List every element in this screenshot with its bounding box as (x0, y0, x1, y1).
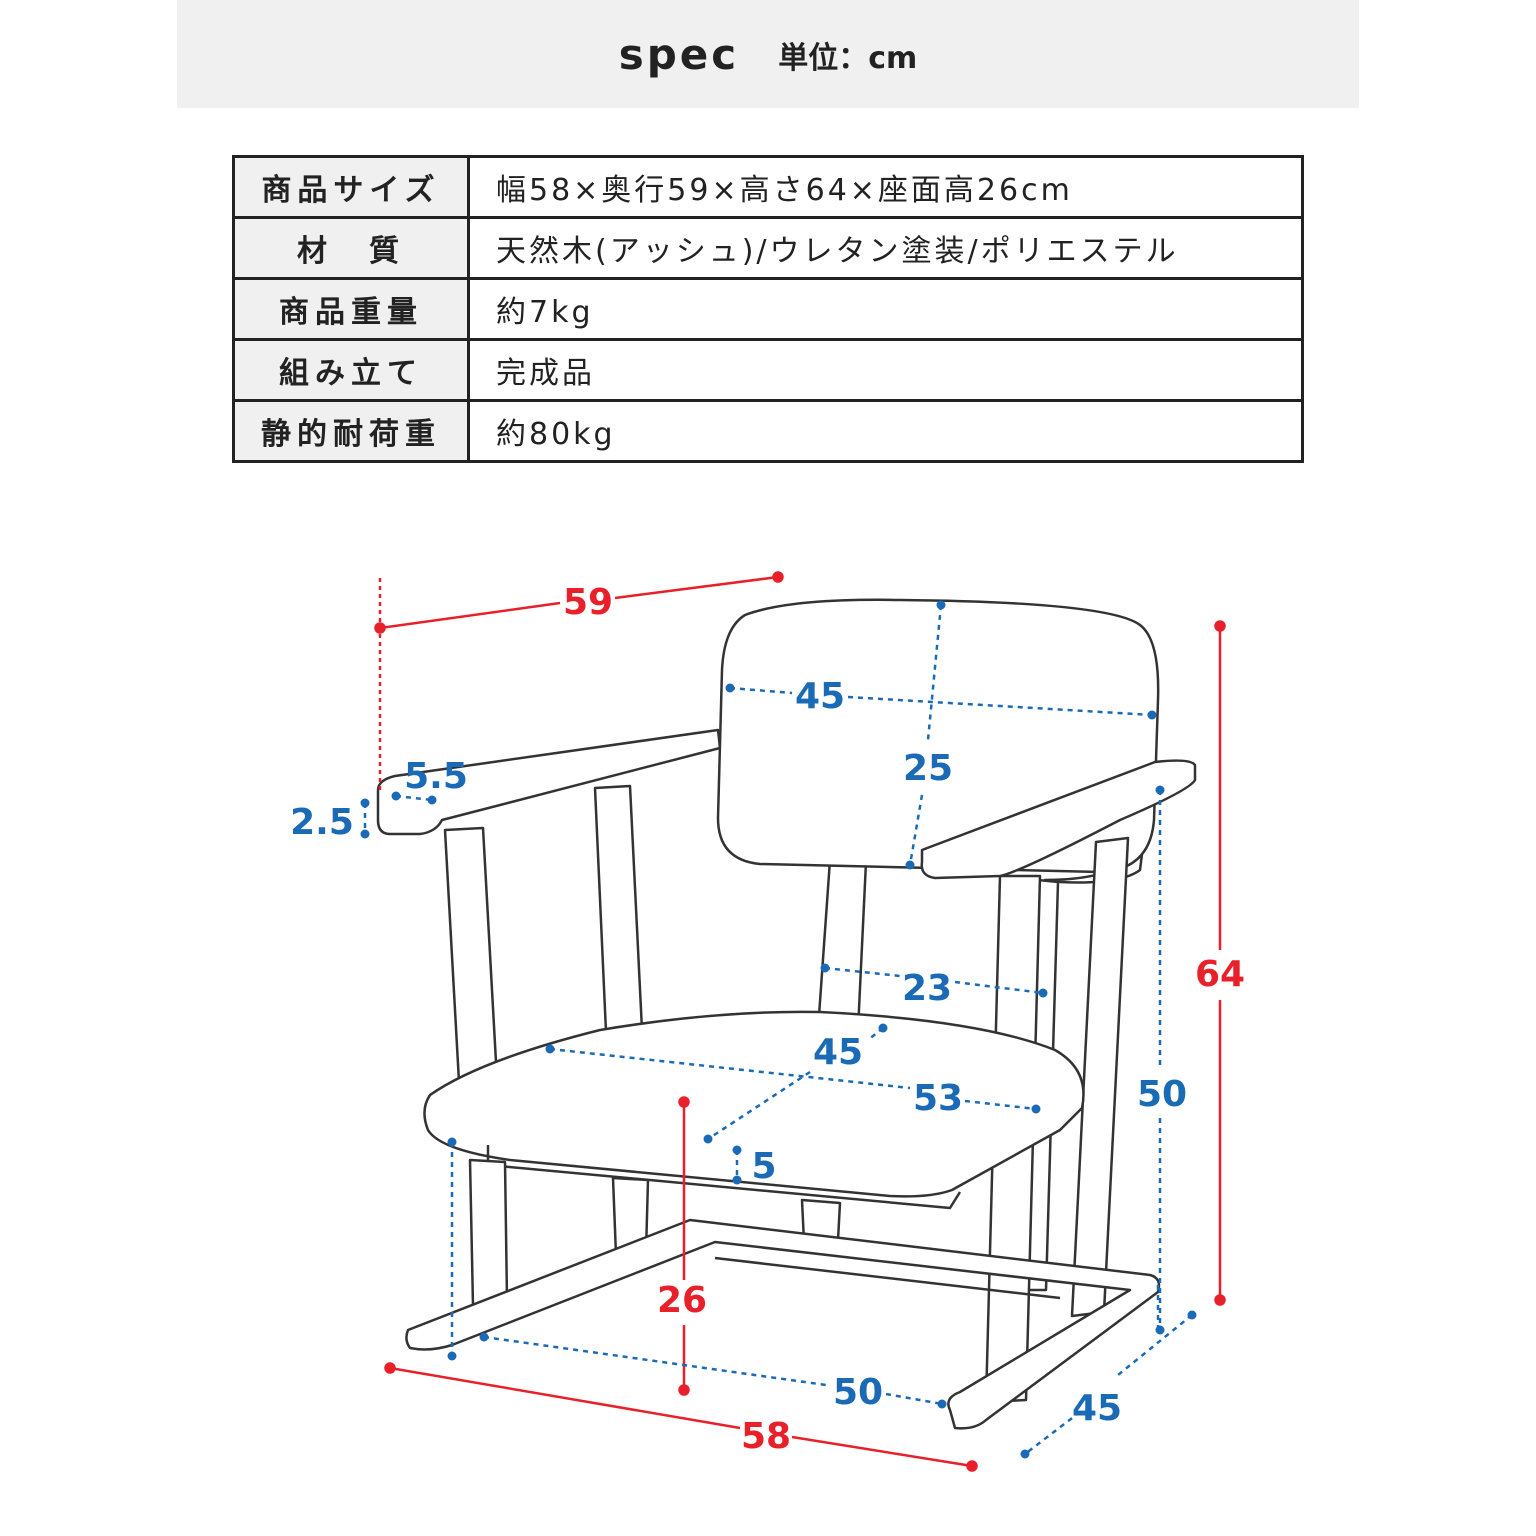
row-label: 商品重量 (232, 277, 470, 341)
row-value: 約7kg (467, 277, 1304, 341)
backrest-width-label: 45 (795, 676, 845, 717)
dim-point (772, 571, 784, 583)
width-dim-line-left (389, 1366, 741, 1430)
backrest-height-line (908, 794, 924, 866)
spec-table: 商品サイズ 幅58×奥行59×高さ64×座面高26cm 材 質 天然木(アッシュ… (232, 155, 1304, 463)
base-depth-line (1024, 1411, 1081, 1455)
back-leg-inner-line (954, 980, 1044, 995)
chair-drawing (376, 598, 1197, 1430)
dim-point (384, 1362, 396, 1374)
spec-title: spec (618, 30, 740, 79)
seat-lower-edge (486, 1145, 962, 1210)
dim-point (374, 622, 386, 634)
depth-dim-line-left (379, 601, 561, 630)
table-row: 商品重量 約7kg (232, 277, 1304, 341)
depth-dim-line-right (614, 575, 779, 600)
backrest-width-line (847, 695, 1153, 717)
base-inner-edge (714, 1256, 1061, 1300)
seat-thickness-label: 5 (751, 1146, 776, 1187)
width-dim-line-right (791, 1435, 973, 1468)
seat-width-line (964, 1099, 1037, 1111)
dim-point (678, 1096, 690, 1108)
backrest-height-label: 25 (903, 748, 953, 789)
base-depth-line (1117, 1314, 1193, 1376)
dim-point (1214, 1294, 1226, 1306)
unit-label: 単位：cm (778, 40, 918, 76)
armrest-thickness-label: 2.5 (290, 802, 354, 843)
row-label: 静的耐荷重 (232, 399, 470, 463)
armrest-width-line (395, 794, 433, 802)
back-leg-inner-label: 23 (902, 968, 952, 1009)
left-front-upright (443, 826, 499, 1084)
row-label: 組み立て (232, 338, 470, 402)
seat-depth-label: 45 (813, 1032, 863, 1073)
inner-dimension-points (360, 600, 1197, 1459)
table-row: 静的耐荷重 約80kg (232, 399, 1304, 463)
base-inner-width-label: 50 (833, 1372, 883, 1413)
table-row: 材 質 天然木(アッシュ)/ウレタン塗装/ポリエステル (232, 216, 1304, 280)
overall-height-label: 64 (1195, 954, 1245, 995)
seat-height-label: 26 (657, 1280, 707, 1321)
row-value: 幅58×奥行59×高さ64×座面高26cm (467, 155, 1304, 219)
backrest-width-line (729, 686, 793, 695)
back-leg-inner-line (824, 966, 901, 978)
seat-width-line (549, 1047, 911, 1090)
header-band: spec 単位：cm (177, 0, 1359, 108)
dim-point (678, 1384, 690, 1396)
base-inner-width-line (483, 1335, 827, 1387)
dim-point (1214, 620, 1226, 632)
row-value: 約80kg (467, 399, 1304, 463)
table-row: 組み立て 完成品 (232, 338, 1304, 402)
front-left-leg (468, 1158, 509, 1308)
dim-point (966, 1460, 978, 1472)
overall-depth-label: 59 (563, 582, 613, 623)
base-inner-width-line (885, 1392, 943, 1406)
seat (423, 1010, 1085, 1198)
left-armrest (376, 728, 722, 836)
row-value: 完成品 (467, 338, 1304, 402)
backrest-post (816, 858, 868, 1032)
table-row: 商品サイズ 幅58×奥行59×高さ64×座面高26cm (232, 155, 1304, 219)
arm-height-label: 50 (1137, 1074, 1187, 1115)
row-label: 材 質 (232, 216, 470, 280)
row-label: 商品サイズ (232, 155, 470, 219)
overall-width-label: 58 (741, 1416, 791, 1457)
armrest-width-label: 5.5 (404, 756, 468, 797)
row-value: 天然木(アッシュ)/ウレタン塗装/ポリエステル (467, 216, 1304, 280)
backrest-height-line (926, 604, 943, 741)
seat-width-label: 53 (913, 1078, 963, 1119)
right-armrest (920, 759, 1197, 880)
outer-dimension-lines (374, 571, 1226, 1472)
left-rear-upright (593, 784, 644, 1034)
base-depth-label: 45 (1072, 1388, 1122, 1429)
seat-depth-line (707, 1070, 811, 1141)
